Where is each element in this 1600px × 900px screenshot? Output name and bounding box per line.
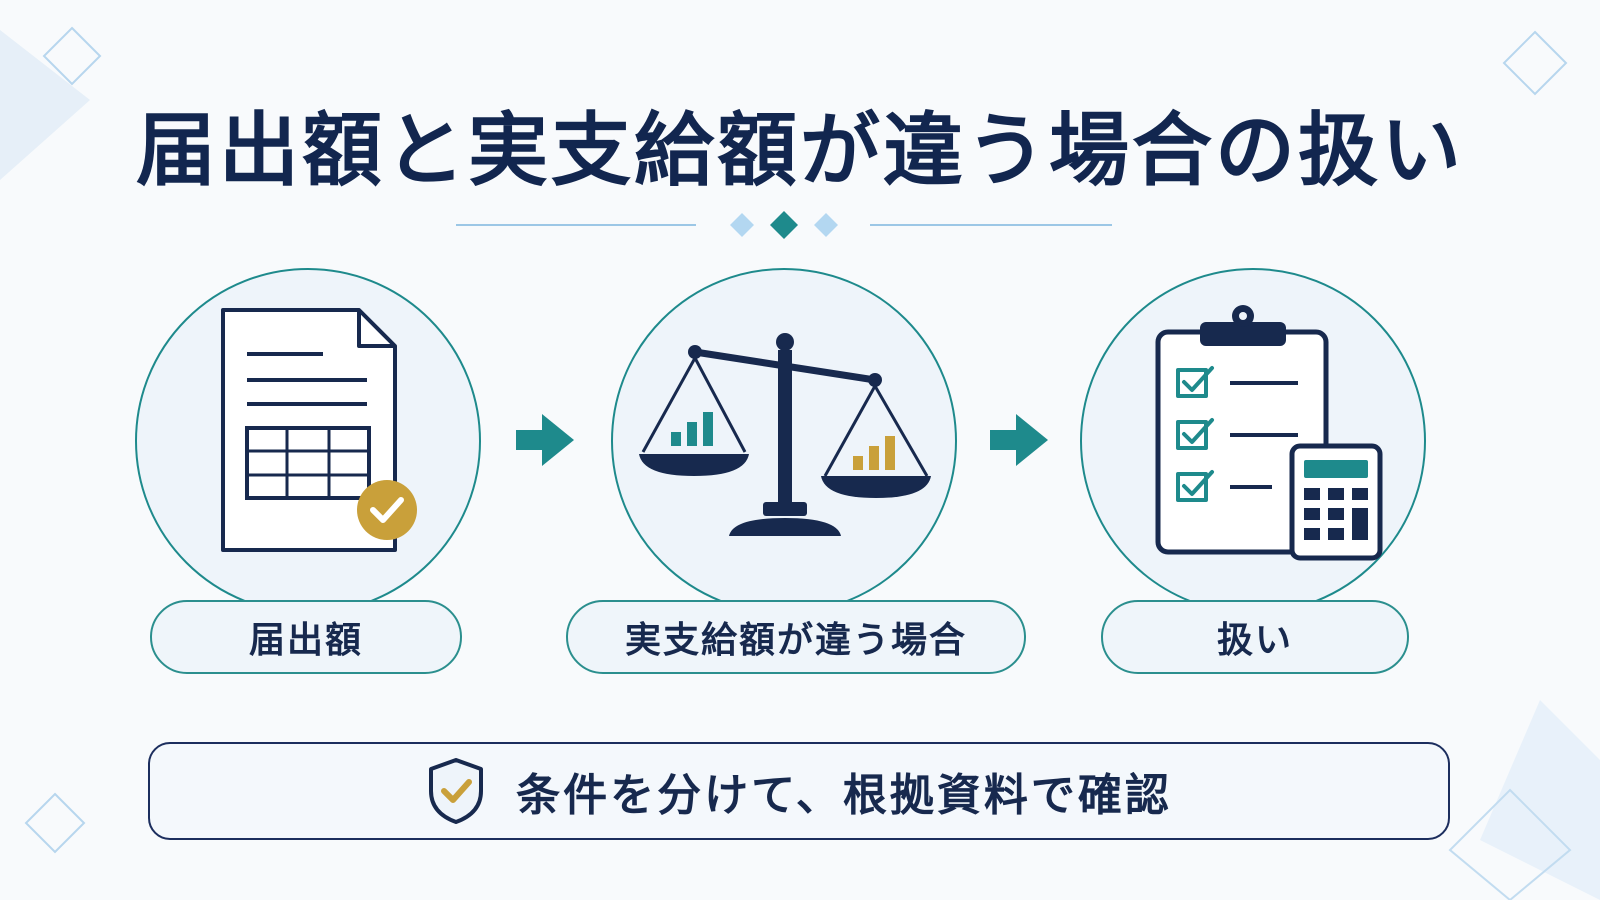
page-title: 届出額と実支給額が違う場合の扱い <box>136 104 1464 197</box>
decorative-diamond-bottom-left <box>20 790 90 860</box>
title-divider <box>456 211 1112 239</box>
arrow-right-icon <box>516 414 574 466</box>
shield-check-icon <box>429 758 484 824</box>
document-check-icon <box>221 308 417 552</box>
step-3-circle <box>1080 268 1426 614</box>
clipboard-calculator-icon <box>1155 305 1383 561</box>
balance-scale-icon <box>639 333 931 536</box>
arrow-right-icon <box>990 414 1048 466</box>
footer-text: 条件を分けて、根拠資料で確認 <box>516 770 1172 821</box>
step-1-label: 届出額 <box>150 600 462 674</box>
decorative-diamond-top-left <box>0 0 130 190</box>
step-1-circle <box>135 268 481 614</box>
step-2-label: 実支給額が違う場合 <box>566 600 1026 674</box>
step-2-circle <box>611 268 957 614</box>
decorative-diamond-bottom-right <box>1440 700 1600 900</box>
step-3-label: 扱い <box>1101 600 1409 674</box>
decorative-diamond-top-right <box>1500 30 1570 100</box>
footer-banner: 条件を分けて、根拠資料で確認 <box>148 742 1450 840</box>
